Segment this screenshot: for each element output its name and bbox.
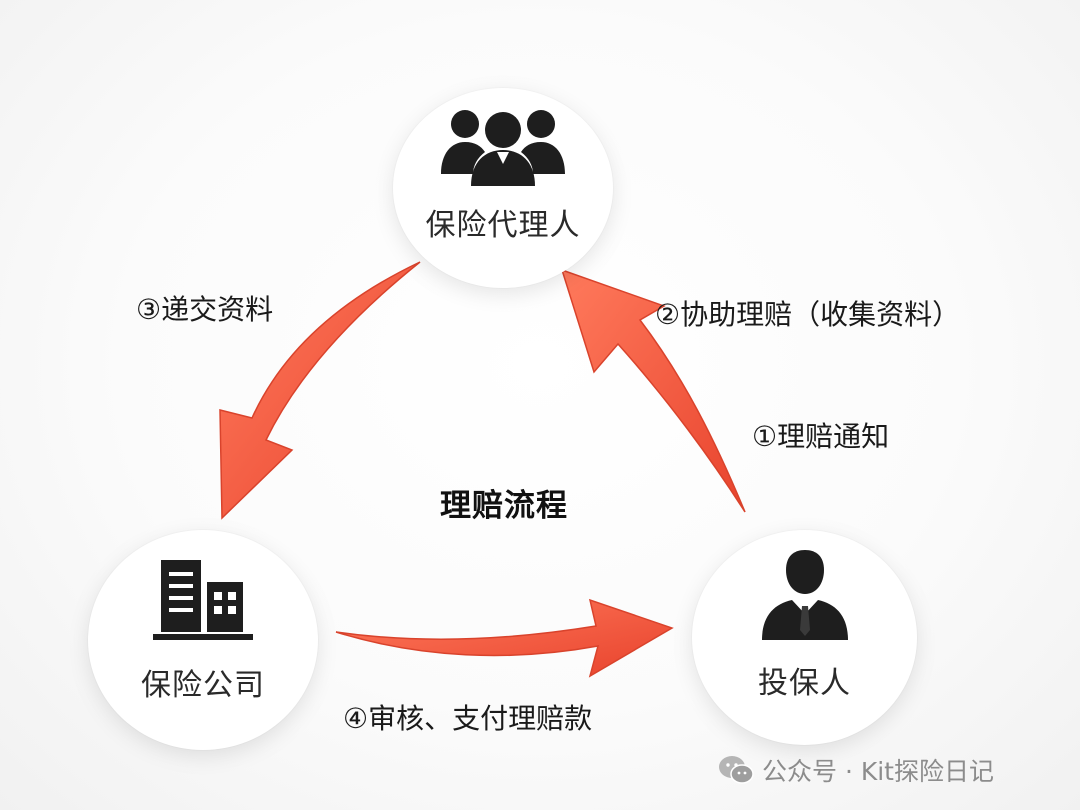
people-group-icon bbox=[441, 110, 565, 186]
node-label: 投保人 bbox=[758, 666, 851, 701]
step-label-submit-documents: ③递交资料 bbox=[136, 293, 274, 326]
businessman-icon bbox=[761, 550, 848, 640]
building-icon bbox=[153, 560, 253, 640]
watermark-text: 公众号 · Kit探险日记 bbox=[762, 757, 994, 786]
diagram-title: 理赔流程 bbox=[440, 488, 568, 524]
step-label-assist-claim: ②协助理赔（收集资料） bbox=[655, 298, 961, 331]
step-label-claim-notice: ①理赔通知 bbox=[752, 420, 890, 453]
node-policyholder: 投保人 bbox=[692, 530, 917, 745]
node-insurance-agent: 保险代理人 bbox=[393, 88, 613, 288]
node-label: 保险代理人 bbox=[425, 208, 581, 243]
wechat-icon bbox=[719, 756, 754, 784]
watermark: 公众号 · Kit探险日记 bbox=[718, 752, 994, 788]
node-insurance-company: 保险公司 bbox=[88, 530, 318, 750]
arrow-company-to-insured bbox=[335, 598, 674, 678]
step-label-review-pay: ④审核、支付理赔款 bbox=[343, 702, 593, 735]
node-label: 保险公司 bbox=[141, 668, 265, 703]
arrow-agent-to-company bbox=[219, 261, 421, 520]
